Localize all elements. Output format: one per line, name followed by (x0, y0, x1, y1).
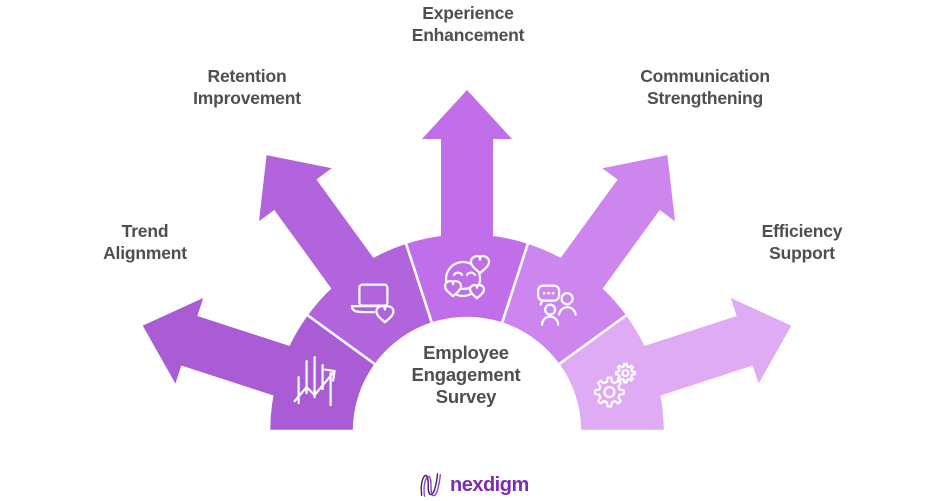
segment-arrow-experience-enhancement (422, 90, 512, 261)
trend-chart-icon (293, 356, 336, 407)
segment-arrow-efficiency-support (620, 298, 792, 404)
segment-arrow-retention-improvement (259, 155, 389, 309)
label-experience-enhancement: Experience Enhancement (412, 3, 525, 46)
center-title: Employee Engagement Survey (411, 342, 520, 408)
label-line: Retention (207, 66, 287, 86)
label-line: Enhancement (411, 24, 525, 45)
laptop-heart-icon (350, 283, 395, 324)
segment-arrow-trend-alignment (142, 298, 314, 404)
gears-icon (593, 362, 636, 408)
center-title-line: Engagement (411, 364, 521, 385)
label-efficiency-support: Efficiency Support (762, 221, 843, 264)
nexdigm-wordmark: nexdigm (450, 474, 529, 496)
label-communication-strengthening: Communication Strengthening (640, 66, 770, 109)
label-trend-alignment: Trend Alignment (103, 221, 187, 264)
label-line: Experience (422, 3, 514, 23)
segment-arrow-communication-strengthening (545, 155, 675, 309)
people-chat-icon (536, 284, 577, 326)
label-retention-improvement: Retention Improvement (193, 66, 301, 109)
label-line: Communication (640, 66, 770, 86)
smiley-hearts-icon (443, 254, 491, 300)
label-line: Trend (121, 221, 169, 241)
label-line: Efficiency (761, 221, 843, 241)
label-line: Strengthening (646, 87, 763, 108)
label-line: Support (769, 242, 835, 263)
label-line: Improvement (193, 87, 301, 108)
label-line: Alignment (103, 242, 187, 263)
nexdigm-logo-mark-icon (420, 473, 442, 497)
center-title-line: Survey (435, 386, 497, 407)
center-title-line: Employee (423, 342, 509, 363)
nexdigm-logo: nexdigm (418, 471, 529, 499)
